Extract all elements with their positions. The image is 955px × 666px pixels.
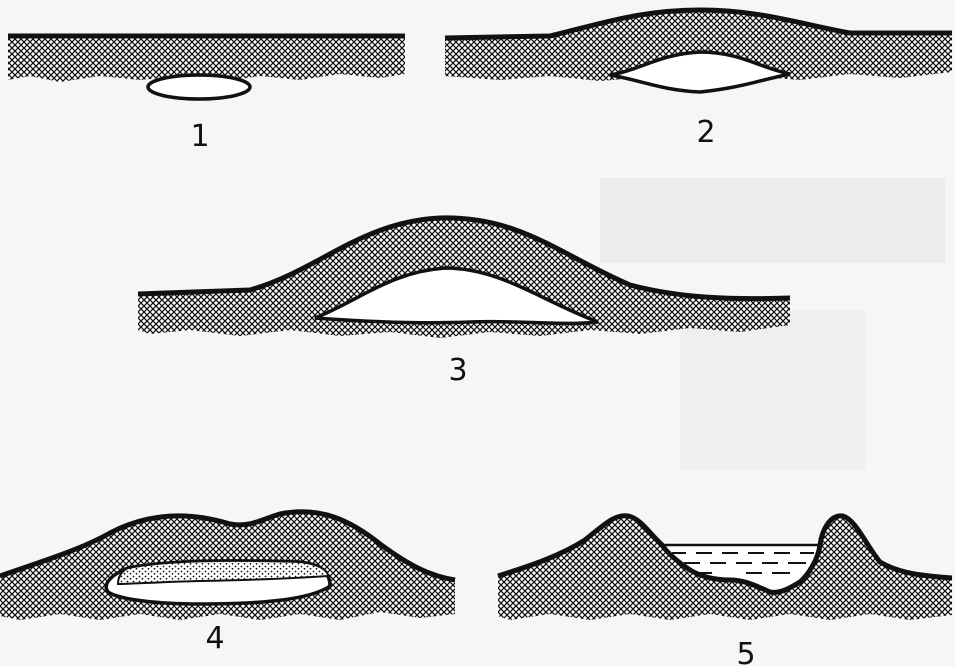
stage-5-cross-section: [498, 516, 952, 620]
scan-shade-lower: [680, 310, 865, 470]
scan-shade-upper: [600, 178, 945, 263]
stage-2-label: 2: [696, 115, 715, 150]
stage-3-label: 3: [448, 353, 467, 388]
stage-1-lens: [148, 75, 250, 99]
stage-1-cross-section: [8, 36, 405, 99]
stage-5-label: 5: [736, 637, 755, 666]
stage-4-label: 4: [205, 621, 224, 656]
stage-2-cross-section: [445, 10, 952, 92]
stage-1-label: 1: [190, 119, 209, 154]
stage-4-cross-section: [0, 512, 455, 620]
